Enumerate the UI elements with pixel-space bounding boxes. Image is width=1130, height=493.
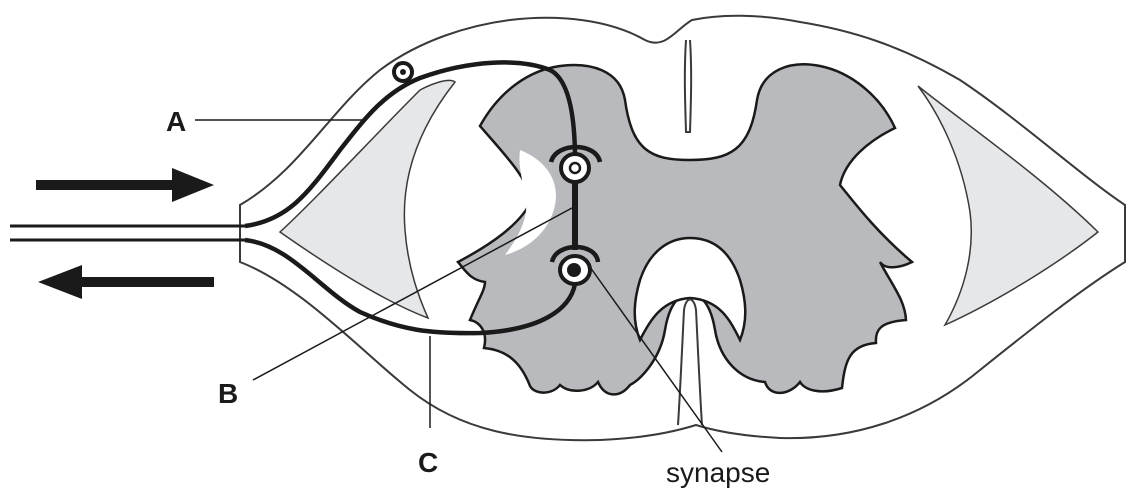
label-b: B xyxy=(218,378,238,409)
dorsal-median-sulcus xyxy=(685,40,691,132)
sensory-cell-nucleus xyxy=(400,69,406,75)
arrow-left-icon xyxy=(38,265,214,299)
arrow-right-icon xyxy=(36,168,214,202)
relay-cell-nucleus xyxy=(570,163,580,173)
motor-cell-nucleus xyxy=(567,263,581,277)
label-c: C xyxy=(418,447,438,478)
label-synapse: synapse xyxy=(666,457,770,488)
label-a: A xyxy=(166,106,186,137)
